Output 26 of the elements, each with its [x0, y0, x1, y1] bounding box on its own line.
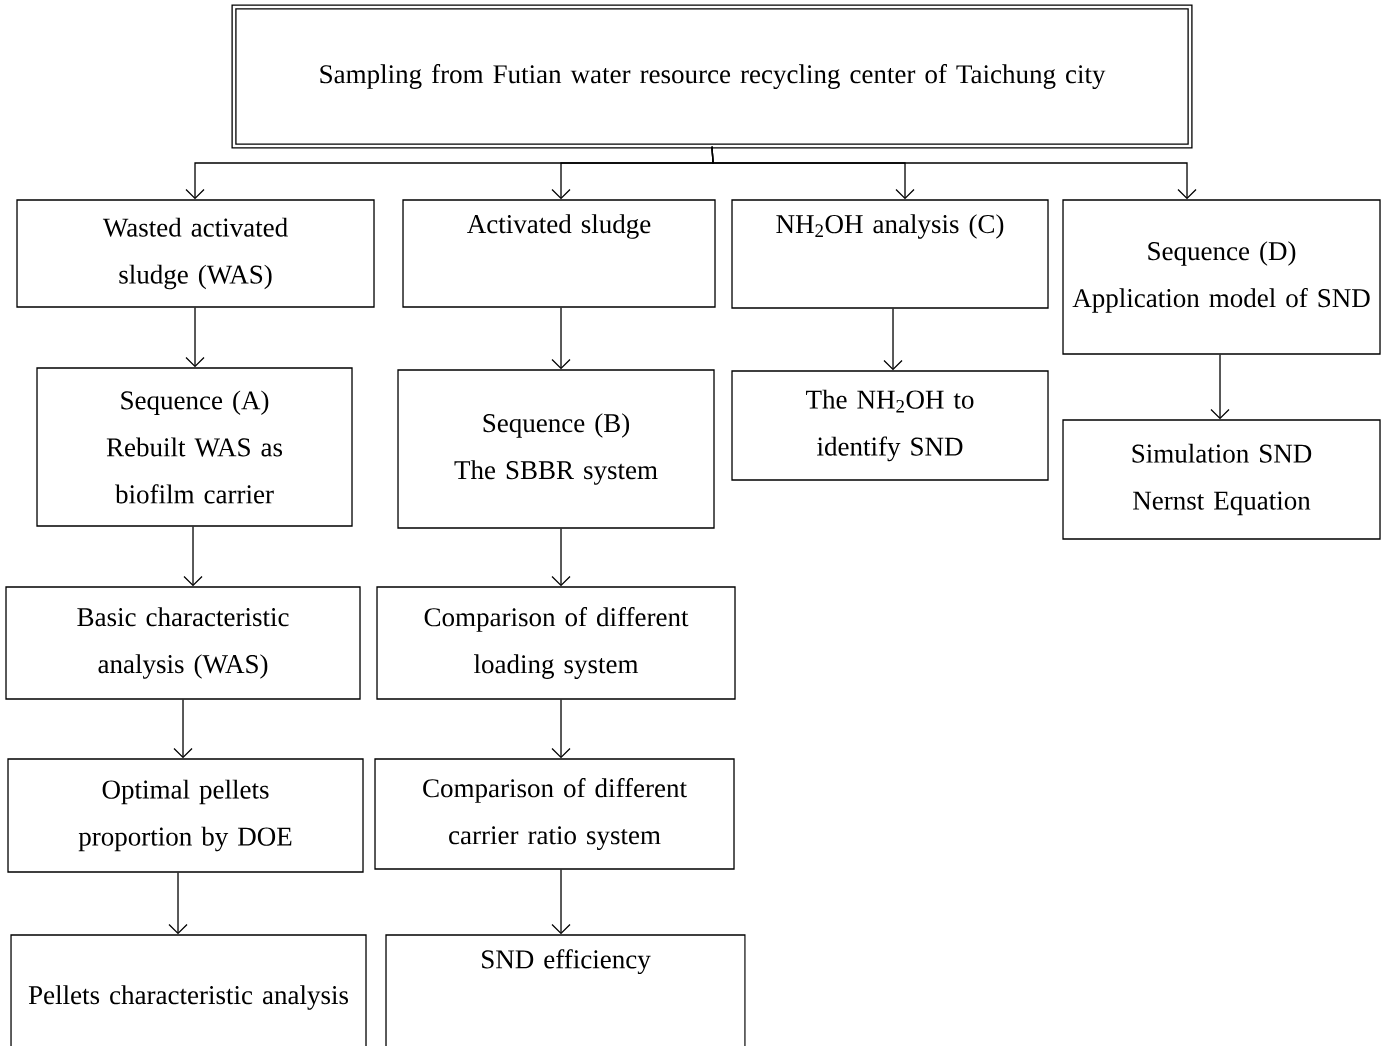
process-box: Activated sludge: [402, 199, 716, 308]
arrow: [551, 869, 571, 935]
arrow: [168, 872, 188, 935]
process-box: Pellets characteristic analysis: [10, 934, 367, 1046]
process-box: Sequence (D) Application model of SND: [1062, 199, 1381, 355]
process-box: Comparison of different carrier ratio system: [374, 758, 735, 870]
arrow: [183, 526, 203, 587]
arrow: [551, 307, 571, 370]
process-box: NH$_{2}$OH analysis (C): [731, 199, 1049, 309]
process-box: Comparison of different loading system: [376, 586, 736, 700]
process-box: Sequence (B) The SBBR system: [397, 369, 715, 529]
process-box: Wasted activated sludge (WAS): [16, 199, 375, 308]
arrow: [551, 699, 571, 759]
process-box: Sequence (A) Rebuilt WAS as biofilm carrier: [36, 367, 353, 527]
process-box: The NH$_{2}$OH to identify SND: [731, 370, 1049, 481]
process-box: Optimal pellets proportion by DOE: [7, 758, 364, 873]
arrow: [551, 528, 571, 587]
arrow: [1210, 354, 1230, 420]
process-box: SND efficiency: [385, 934, 746, 1046]
arrow: [173, 699, 193, 759]
process-box: Simulation SND Nernst Equation: [1062, 419, 1381, 540]
arrow: [883, 308, 903, 371]
arrow: [185, 307, 205, 368]
title-box: Sampling from Futian water resource recycling center of Taichung city: [231, 4, 1193, 149]
process-box: Basic characteristic analysis (WAS): [5, 586, 361, 700]
arrow: [711, 146, 1197, 200]
